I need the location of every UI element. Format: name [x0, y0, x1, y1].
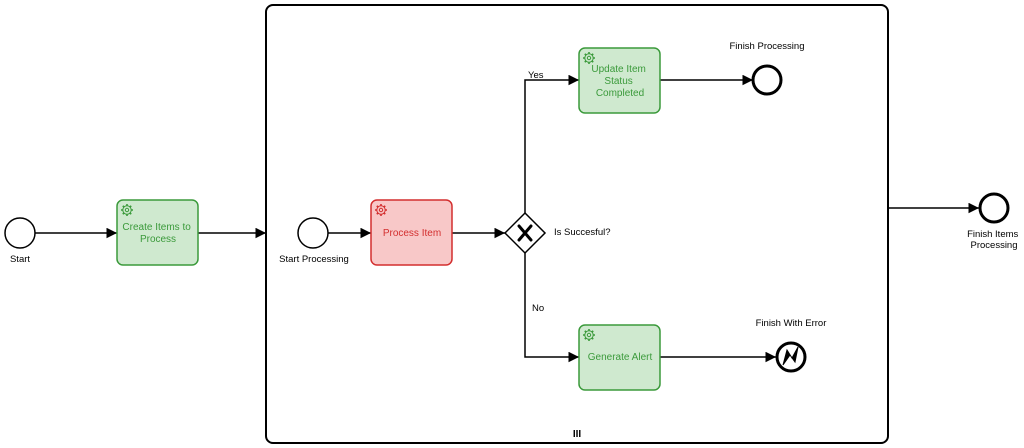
finish-with-error-label: Finish With Error	[756, 318, 827, 329]
x-icon	[517, 224, 533, 242]
exclusive-gateway[interactable]	[503, 211, 547, 255]
gateway-label: Is Succesful?	[554, 227, 611, 238]
sequence-flows	[35, 74, 979, 363]
task-update-status-label: Update Item Status Completed	[591, 64, 648, 99]
task-generate-alert-label: Generate Alert	[588, 352, 653, 363]
start-processing-label: Start Processing	[279, 254, 349, 265]
subprocess-container[interactable]	[265, 4, 889, 444]
start-event[interactable]	[4, 217, 36, 249]
task-process-item[interactable]: Process Item	[370, 199, 453, 266]
task-generate-alert[interactable]: Generate Alert	[578, 324, 661, 391]
finish-processing-label: Finish Processing	[730, 41, 805, 52]
task-update-status[interactable]: Update Item Status Completed	[578, 47, 661, 114]
finish-items-processing-label: Finish Items Processing	[967, 229, 1021, 251]
flow-gateway-yes[interactable]	[524, 74, 579, 213]
start-event-label: Start	[10, 254, 30, 265]
flow-label-yes: Yes	[528, 70, 544, 81]
error-icon	[782, 346, 799, 366]
flow-gateway-no[interactable]	[524, 253, 579, 363]
finish-items-processing-event[interactable]	[978, 192, 1010, 224]
flow-label-no: No	[532, 303, 544, 314]
task-create-items-label: Create Items to Process	[122, 222, 193, 245]
start-processing-event[interactable]	[297, 217, 329, 249]
task-create-items[interactable]: Create Items to Process	[116, 199, 199, 266]
finish-processing-event[interactable]	[751, 64, 783, 96]
task-process-item-label: Process Item	[383, 228, 441, 239]
subprocess-collapse-marker[interactable]: III	[573, 429, 582, 440]
error-end-event[interactable]	[775, 341, 807, 373]
